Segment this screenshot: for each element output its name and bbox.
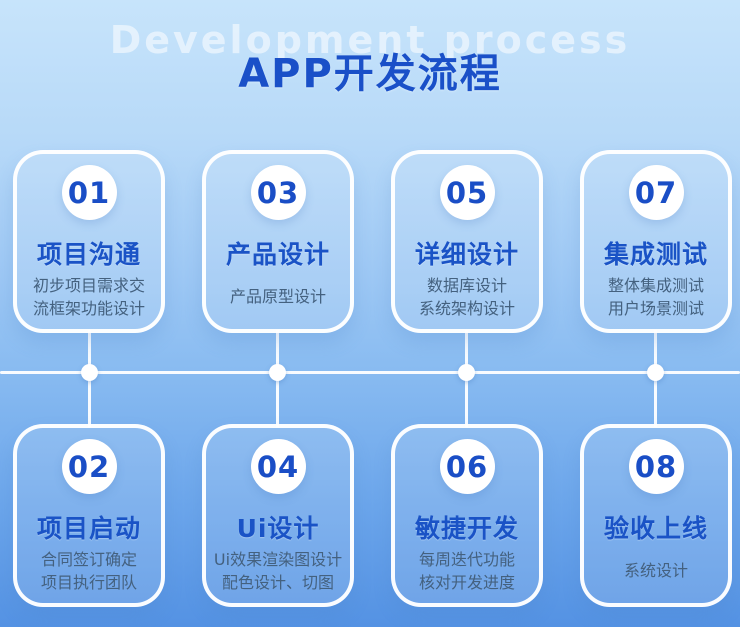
step-desc-area: 产品原型设计 (206, 271, 350, 329)
step-number-badge: 04 (250, 439, 306, 494)
step-number-badge: 02 (61, 439, 117, 494)
step-card-05: 05 详细设计 数据库设计 系统架构设计 (391, 150, 543, 333)
step-number: 07 (634, 175, 678, 210)
step-card-08: 08 验收上线 系统设计 (580, 424, 732, 607)
step-description: 产品原型设计 (229, 287, 326, 307)
step-number-badge: 01 (61, 165, 117, 220)
step-card-06: 06 敏捷开发 每周迭代功能 核对开发进度 (391, 424, 543, 607)
step-card-01: 01 项目沟通 初步项目需求交 流框架功能设计 (13, 150, 165, 333)
step-number-badge: 05 (439, 165, 495, 220)
step-number: 04 (256, 449, 300, 484)
step-number-badge: 07 (628, 165, 684, 220)
step-description: 每周迭代功能 核对开发进度 (418, 549, 515, 592)
step-number: 02 (67, 449, 111, 484)
step-title: 详细设计 (414, 240, 519, 269)
step-card-03: 03 产品设计 产品原型设计 (202, 150, 354, 333)
step-number: 05 (445, 175, 489, 210)
step-number: 01 (67, 175, 111, 210)
timeline-node-dot (646, 364, 664, 381)
step-title: 项目启动 (36, 514, 141, 543)
step-number: 08 (634, 449, 678, 484)
step-description: Ui效果渲染图设计 配色设计、切图 (213, 549, 343, 592)
step-description: 初步项目需求交 流框架功能设计 (32, 275, 145, 318)
top-step-row: 01 项目沟通 初步项目需求交 流框架功能设计 03 产品设计 产品原型设计 0… (13, 150, 732, 333)
step-desc-area: 每周迭代功能 核对开发进度 (395, 545, 539, 603)
step-description: 数据库设计 系统架构设计 (418, 275, 515, 318)
step-desc-area: Ui效果渲染图设计 配色设计、切图 (206, 545, 350, 603)
bottom-step-row: 02 项目启动 合同签订确定 项目执行团队 04 Ui设计 Ui效果渲染图设计 … (13, 424, 732, 607)
step-number-badge: 08 (628, 439, 684, 494)
timeline-node-dot (80, 364, 98, 381)
step-desc-area: 数据库设计 系统架构设计 (395, 271, 539, 329)
step-desc-area: 整体集成测试 用户场景测试 (584, 271, 728, 329)
step-title: Ui设计 (236, 514, 320, 543)
page-title: APP开发流程 (238, 51, 502, 97)
step-desc-area: 初步项目需求交 流框架功能设计 (17, 271, 161, 329)
step-title: 产品设计 (225, 240, 330, 269)
timeline-node-dot (269, 364, 286, 381)
step-card-02: 02 项目启动 合同签订确定 项目执行团队 (13, 424, 165, 607)
timeline-line (0, 371, 740, 374)
step-desc-area: 系统设计 (584, 545, 728, 603)
step-description: 系统设计 (623, 561, 688, 581)
step-number: 03 (256, 175, 300, 210)
step-title: 集成测试 (603, 240, 708, 269)
step-title: 敏捷开发 (414, 514, 519, 543)
step-desc-area: 合同签订确定 项目执行团队 (17, 545, 161, 603)
step-number-badge: 03 (250, 165, 306, 220)
step-card-04: 04 Ui设计 Ui效果渲染图设计 配色设计、切图 (202, 424, 354, 607)
step-title: 验收上线 (603, 514, 708, 543)
step-card-07: 07 集成测试 整体集成测试 用户场景测试 (580, 150, 732, 333)
step-title: 项目沟通 (36, 240, 141, 269)
step-description: 整体集成测试 用户场景测试 (607, 275, 704, 318)
timeline-node-dot (457, 364, 475, 381)
step-number-badge: 06 (439, 439, 495, 494)
step-number: 06 (445, 449, 489, 484)
step-description: 合同签订确定 项目执行团队 (40, 549, 137, 592)
